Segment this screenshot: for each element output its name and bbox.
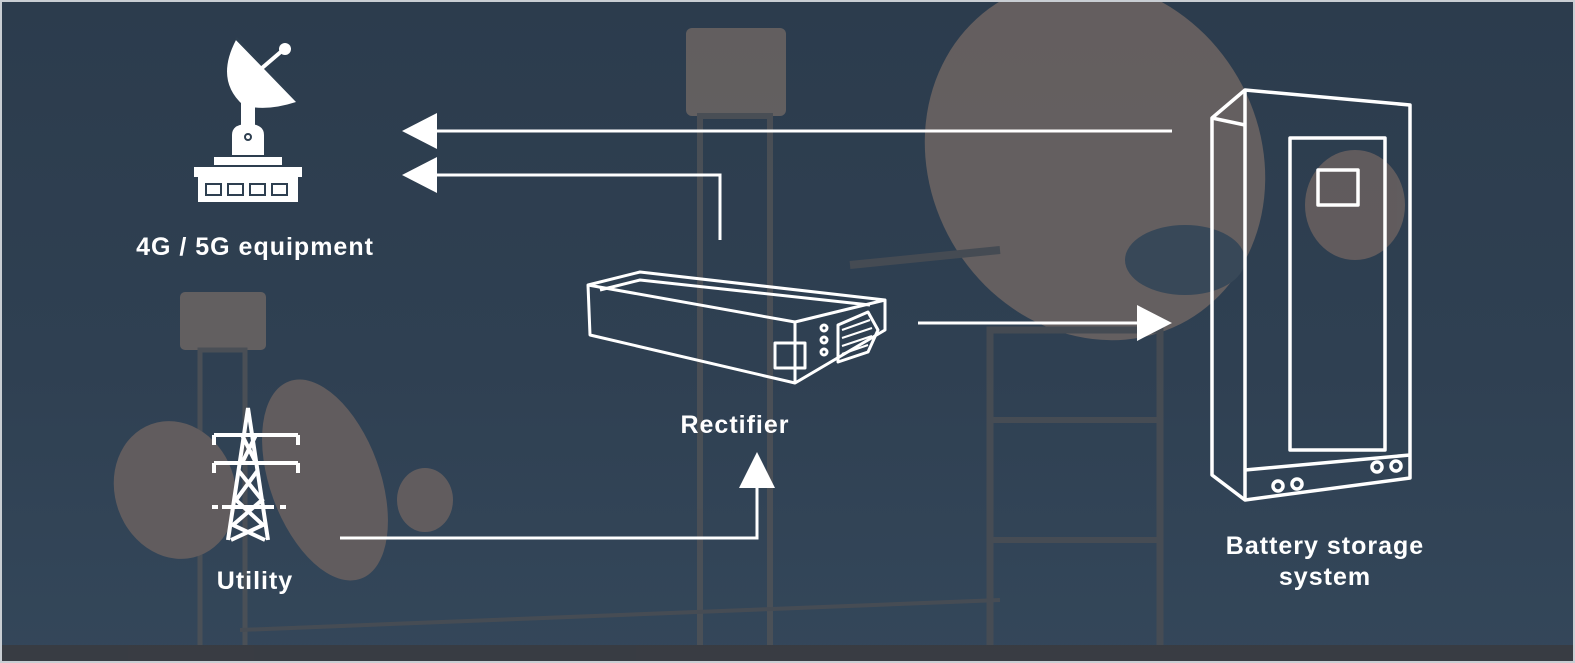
arrow-rectifier-to-battery: [918, 305, 1172, 341]
utility-label: Utility: [216, 567, 294, 595]
satellite-antenna-icon: [194, 36, 302, 202]
battery-label-line1: Battery storage: [1225, 532, 1425, 560]
power-pylon-icon: [212, 407, 300, 542]
arrow-utility-to-rectifier: [340, 452, 775, 540]
equipment-label: 4G / 5G equipment: [136, 233, 374, 261]
arrow-rectifier-to-equipment: [402, 157, 722, 240]
battery-label: Battery storage system: [1180, 531, 1470, 593]
arrow-battery-to-equipment: [402, 113, 1172, 149]
rectifier-icon: [586, 270, 887, 385]
battery-cabinet-icon: [1210, 88, 1412, 502]
battery-label-line2: system: [1278, 563, 1372, 591]
rectifier-label: Rectifier: [680, 411, 790, 439]
